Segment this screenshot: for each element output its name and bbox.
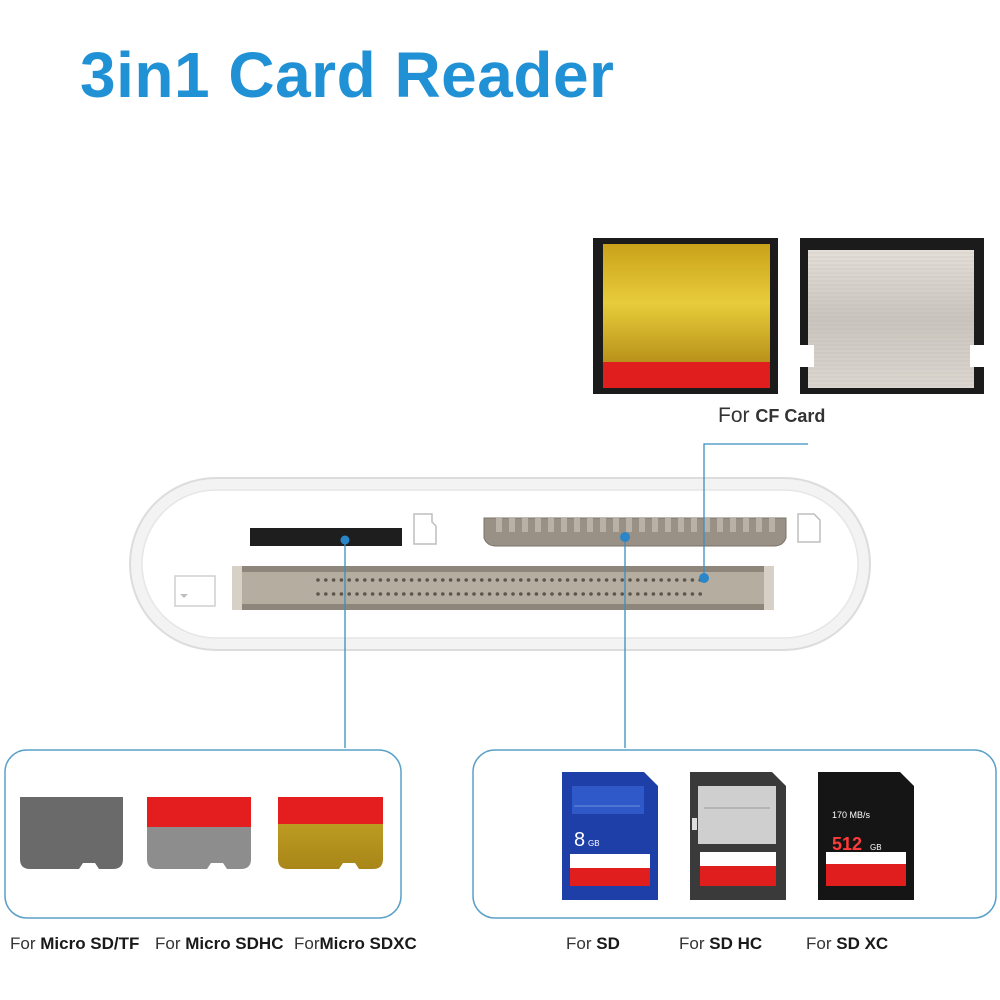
micro-sdxc-label: ForMicro SDXC [294, 934, 417, 953]
callout-lines [344, 443, 808, 748]
micro-sd-card-gray [20, 797, 123, 869]
sd-xc-label: For SD XC [806, 934, 889, 953]
micro-sd-tf-label: For Micro SD/TF [10, 934, 140, 953]
sd-hc-card-gray [690, 772, 786, 900]
micro-sdhc-card [147, 797, 251, 869]
sd-card-unit-gb: GB [588, 839, 600, 848]
cf-card-gold-illustration [593, 238, 778, 394]
sd-card-unit-gb: GB [870, 843, 882, 852]
cf-card-silver-illustration [800, 238, 984, 394]
sd-card-capacity-8: 8 [574, 829, 585, 851]
cf-card-label: For CF Card [718, 404, 826, 427]
sd-card-blue: 8 GB [562, 772, 658, 900]
cf-slot-marker [699, 573, 709, 583]
micro-sdxc-card [278, 797, 383, 869]
sd-xc-card-black: 170 MB/s 512 GB [818, 772, 914, 900]
micro-sdhc-label: For Micro SDHC [155, 934, 284, 953]
card-reader-body [129, 477, 871, 651]
microsd-slot-marker [340, 535, 350, 545]
sd-hc-label: For SD HC [679, 934, 763, 953]
sd-card-speed: 170 MB/s [832, 810, 871, 820]
sd-card-capacity-512: 512 [832, 834, 862, 854]
sd-label: For SD [566, 934, 620, 953]
sd-slot-marker [620, 532, 630, 542]
page-title: 3in1 Card Reader [80, 39, 615, 111]
